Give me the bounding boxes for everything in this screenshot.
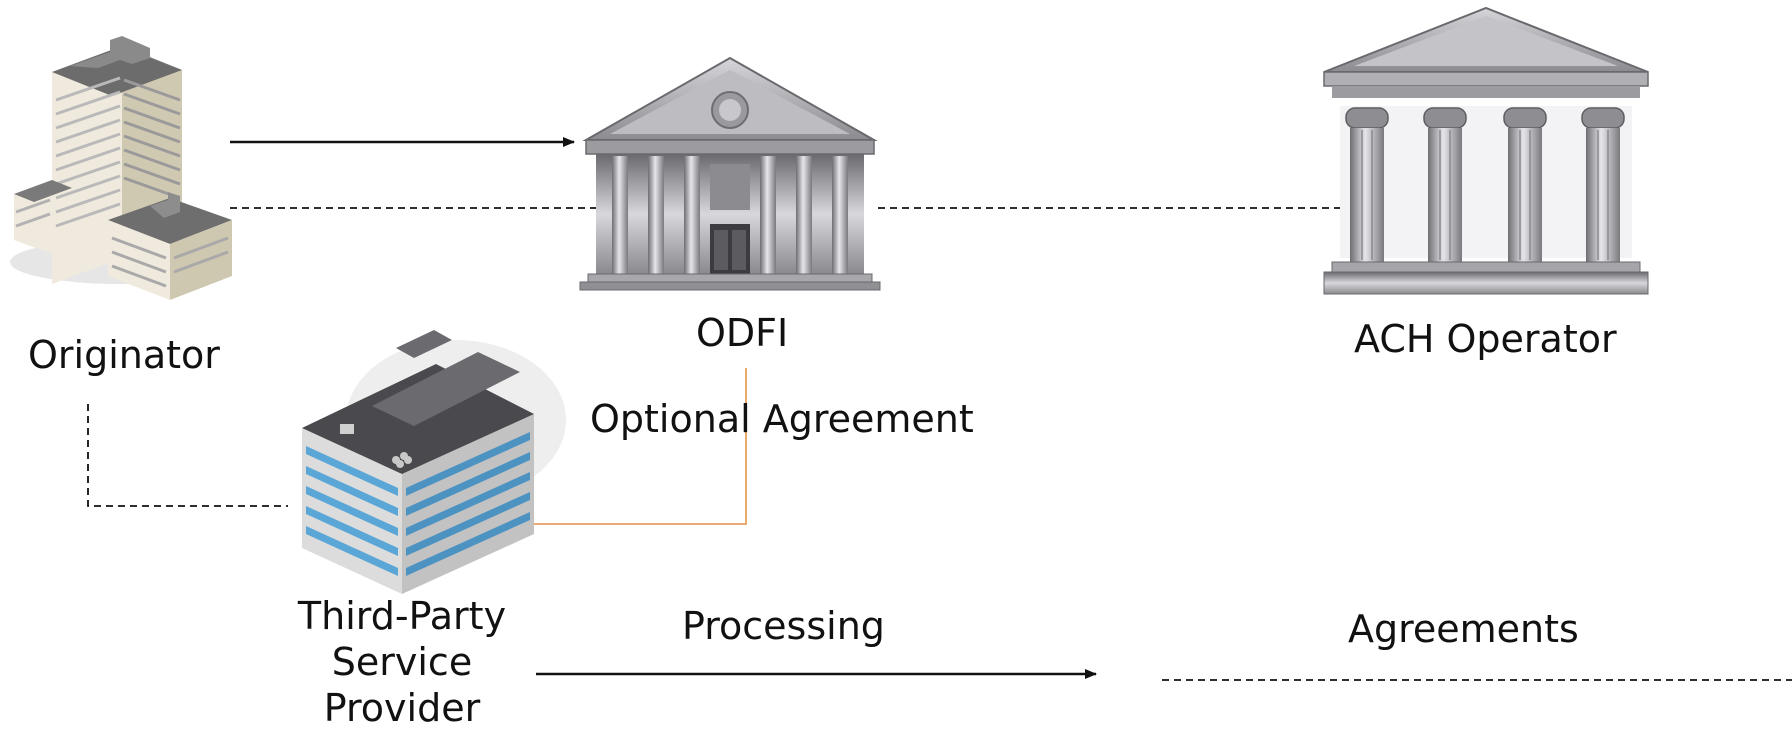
optional-agreement-label: Optional Agreement bbox=[590, 397, 974, 441]
tpsp-building-icon bbox=[302, 330, 566, 594]
originator-tpsp-agreement-line bbox=[87, 404, 288, 507]
originator-building-icon bbox=[10, 36, 232, 300]
tpsp-label-line-2: Service bbox=[331, 640, 473, 684]
tpsp-odfi-optional-agreement-line bbox=[512, 368, 747, 525]
tpsp-label-line-1: Third-Party bbox=[297, 594, 507, 638]
legend-agreements-label: Agreements bbox=[1348, 607, 1579, 651]
originator-label: Originator bbox=[28, 333, 220, 377]
tpsp-label: Third-Party Service Provider bbox=[294, 593, 510, 731]
odfi-label: ODFI bbox=[696, 311, 789, 355]
tpsp-label-line-3: Provider bbox=[323, 686, 481, 730]
legend-processing-label: Processing bbox=[682, 604, 885, 648]
odfi-bank-icon bbox=[579, 56, 881, 291]
ach-operator-temple-icon bbox=[1323, 6, 1649, 295]
ach-operator-label: ACH Operator bbox=[1354, 317, 1617, 361]
